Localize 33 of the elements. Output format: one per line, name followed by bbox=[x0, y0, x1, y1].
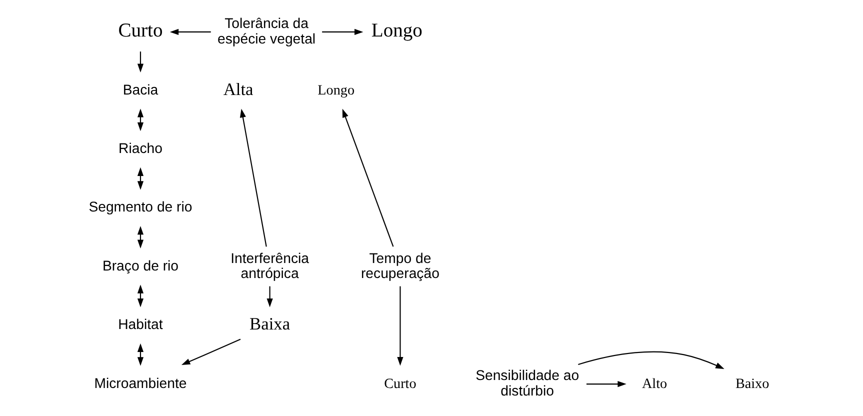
node-text: Baixo bbox=[734, 376, 769, 392]
arrow bbox=[586, 381, 626, 388]
arrow bbox=[322, 28, 363, 35]
node-text: Longo bbox=[317, 82, 354, 98]
arrow bbox=[239, 108, 266, 247]
node-text: Tempo de recuperação bbox=[360, 250, 439, 281]
node-text: Curto bbox=[118, 20, 162, 42]
node-text: Longo bbox=[370, 20, 422, 42]
node-text: Braço de rio bbox=[102, 257, 178, 274]
node-text: Habitat bbox=[118, 316, 162, 332]
node-text: Microambiente bbox=[94, 374, 186, 391]
arrow bbox=[180, 338, 240, 366]
node-text: Riacho bbox=[118, 140, 162, 156]
arrow bbox=[578, 351, 724, 369]
node-text: Interferência antrópica bbox=[230, 250, 309, 281]
node-text: Bacia bbox=[122, 81, 158, 98]
arrow bbox=[169, 28, 210, 35]
arrow bbox=[136, 343, 144, 366]
arrow bbox=[396, 286, 403, 366]
node-text: Alta bbox=[222, 80, 253, 99]
node-text: Curto bbox=[384, 376, 416, 392]
arrow bbox=[136, 284, 144, 308]
arrow bbox=[136, 226, 144, 248]
arrow bbox=[342, 108, 394, 247]
node-text: Alto bbox=[641, 376, 667, 392]
node-text: Baixa bbox=[249, 314, 290, 334]
arrow bbox=[136, 108, 144, 132]
arrow bbox=[266, 286, 272, 308]
node-text: Sensibilidade ao distúrbio bbox=[475, 367, 579, 398]
arrow bbox=[136, 52, 144, 72]
node-text: Segmento de rio bbox=[88, 198, 192, 215]
arrow bbox=[136, 167, 144, 190]
node-text: Tolerância da espécie vegetal bbox=[217, 15, 316, 46]
